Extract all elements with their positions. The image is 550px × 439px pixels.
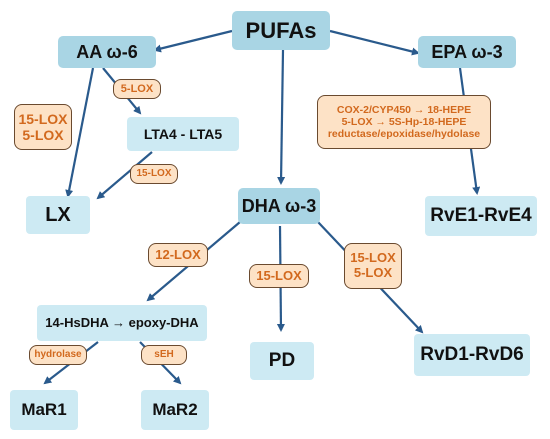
arrow-pufas-dha (277, 49, 286, 185)
arrow-aa-lx (65, 67, 95, 198)
node-mar2: MaR2 (141, 390, 209, 430)
enzyme-epa-path: COX-2/CYP450 → 18-HEPE 5-LOX → 5S-Hp-18-… (317, 95, 491, 149)
enzyme-5lox-aa-line2: 5-LOX (22, 127, 64, 143)
enzyme-hydrolase-label: hydrolase (34, 349, 82, 361)
node-rve-label: RvE1-RvE4 (430, 205, 532, 227)
enzyme-epa-path-line3: reductase/epoxidase/hydolase (327, 128, 481, 141)
arrow-lta-lx (96, 151, 153, 200)
node-rvd: RvD1-RvD6 (414, 334, 530, 376)
node-pufas: PUFAs (232, 11, 330, 50)
enzyme-15lox-dha: 15-LOX (249, 264, 309, 288)
node-rve: RvE1-RvE4 (425, 196, 537, 236)
enzyme-seh: sEH (141, 345, 187, 365)
node-pd-label: PD (268, 350, 296, 372)
node-hsdha: 14-HsDHA → epoxy-DHA (37, 305, 207, 341)
arrow-pufas-epa (329, 29, 420, 56)
enzyme-15lox-lta-label: 15-LOX (136, 168, 172, 180)
enzyme-seh-label: sEH (154, 349, 174, 361)
enzyme-5lox-aa: 5-LOX (113, 79, 161, 99)
node-aa-label: AA ω-6 (76, 41, 138, 62)
node-mar1-label: MaR1 (21, 400, 67, 420)
node-lx: LX (26, 196, 90, 234)
enzyme-hydrolase: hydrolase (29, 345, 87, 365)
node-mar1: MaR1 (10, 390, 78, 430)
node-aa: AA ω-6 (58, 36, 156, 68)
enzyme-15lox-dha-line1: 15-LOX (350, 250, 396, 266)
node-pd: PD (250, 342, 314, 380)
enzyme-15lox-5lox-aa: 15-LOX 5-LOX (14, 104, 72, 150)
node-lta-label: LTA4 - LTA5 (143, 125, 223, 142)
enzyme-5lox-aa-label: 5-LOX (120, 82, 154, 95)
enzyme-12lox-label: 12-LOX (155, 246, 201, 262)
node-pufas-label: PUFAs (245, 17, 317, 43)
arrow-pufas-aa (153, 29, 233, 53)
enzyme-epa-path-line1: COX-2/CYP450 → 18-HEPE (336, 103, 472, 116)
node-lx-label: LX (45, 203, 71, 226)
node-lta: LTA4 - LTA5 (127, 117, 239, 151)
enzyme-5lox-dha-line2: 5-LOX (353, 265, 393, 280)
node-dha-label: DHA ω-3 (241, 195, 317, 216)
node-mar2-label: MaR2 (152, 400, 198, 420)
enzyme-12lox: 12-LOX (148, 243, 208, 267)
node-rvd-label: RvD1-RvD6 (420, 344, 524, 366)
enzyme-15lox-aa-line1: 15-LOX (18, 110, 68, 127)
node-epa: EPA ω-3 (418, 36, 516, 68)
enzyme-epa-path-line2: 5-LOX → 5S-Hp-18-HEPE (341, 115, 467, 128)
enzyme-15lox-5lox-dha: 15-LOX 5-LOX (344, 243, 402, 289)
enzyme-15lox-lta: 15-LOX (130, 164, 178, 184)
enzyme-15lox-dha-label: 15-LOX (256, 267, 302, 283)
node-hsdha-label: 14-HsDHA → epoxy-DHA (45, 314, 199, 330)
node-dha: DHA ω-3 (238, 188, 320, 224)
node-epa-label: EPA ω-3 (431, 41, 503, 62)
